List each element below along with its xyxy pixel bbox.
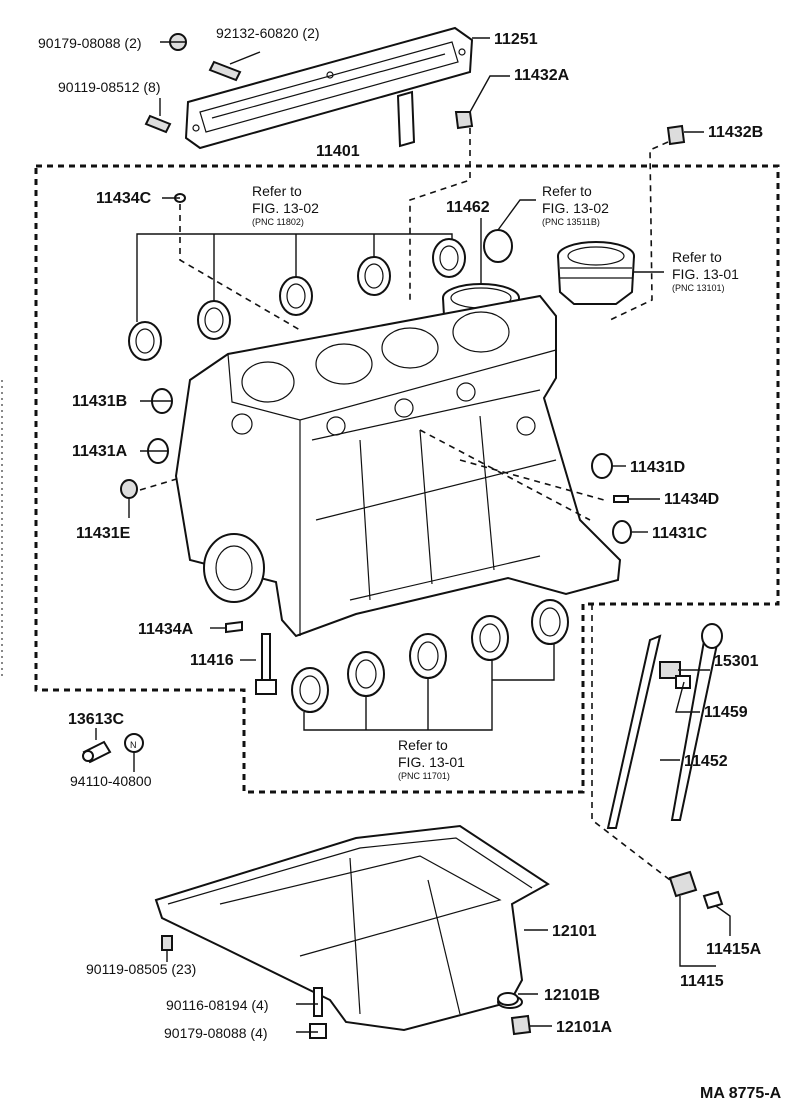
ref1-pnc: (PNC 11802) xyxy=(252,217,304,227)
figure-code: MA 8775-A xyxy=(700,1085,782,1102)
gasket-12101B xyxy=(497,992,519,1006)
part-labels: 90179-08088 (2) 92132-60820 (2) 11251 90… xyxy=(38,25,782,1102)
bolt-90119-08505 xyxy=(161,935,173,951)
drain-plug-12101A xyxy=(510,1014,532,1036)
ref4-fig: FIG. 13-01 xyxy=(398,754,465,770)
label-92132-60820: 92132-60820 (2) xyxy=(216,25,320,41)
label-11432B: 11432B xyxy=(708,124,763,141)
nut-90179-08088-bot xyxy=(309,1023,327,1039)
label-12101: 12101 xyxy=(552,923,597,940)
label-11415A: 11415A xyxy=(706,941,762,958)
label-90116-08194: 90116-08194 (4) xyxy=(166,997,268,1013)
label-90179-08088-bot: 90179-08088 (4) xyxy=(164,1025,268,1041)
label-11462: 11462 xyxy=(446,199,490,216)
stud-90116-08194 xyxy=(313,987,323,1017)
label-11452: 11452 xyxy=(684,753,728,770)
label-11434D: 11434D xyxy=(664,491,719,508)
ref1-fig: FIG. 13-02 xyxy=(252,200,319,216)
dipstick-assembly xyxy=(606,623,723,829)
ref4-pnc: (PNC 11701) xyxy=(398,771,450,781)
ref3-refer: Refer to xyxy=(672,249,722,265)
label-12101A: 12101A xyxy=(556,1019,612,1036)
seal-13511B xyxy=(483,229,513,263)
label-11459: 11459 xyxy=(704,704,748,721)
piston-13101 xyxy=(557,241,635,305)
ref3-pnc: (PNC 13101) xyxy=(672,283,725,293)
reference-note-3: Refer to FIG. 13-01 (PNC 13101) xyxy=(672,249,739,293)
ref4-refer: Refer to xyxy=(398,737,448,753)
stud-92132-60820 xyxy=(208,60,242,82)
reference-note-4: Refer to FIG. 13-01 (PNC 11701) xyxy=(398,737,465,781)
label-15301: 15301 xyxy=(714,653,759,670)
label-11431A: 11431A xyxy=(72,443,128,460)
ref2-pnc: (PNC 13511B) xyxy=(542,217,600,227)
label-94110-40800: 94110-40800 xyxy=(70,773,152,789)
plug-11432A xyxy=(454,111,474,130)
bolt-90119-08512 xyxy=(144,114,172,134)
label-13613C: 13613C xyxy=(68,711,124,728)
label-11431B: 11431B xyxy=(72,393,127,410)
label-11434C: 11434C xyxy=(96,190,152,207)
bolt-11416 xyxy=(255,633,277,695)
label-11401: 11401 xyxy=(316,143,360,160)
label-11416: 11416 xyxy=(190,652,234,669)
leader-lines xyxy=(95,37,731,1033)
ref2-fig: FIG. 13-02 xyxy=(542,200,609,216)
ref2-refer: Refer to xyxy=(542,183,592,199)
reference-note-1: Refer to FIG. 13-02 (PNC 11802) xyxy=(252,183,319,227)
label-90179-08088-top: 90179-08088 (2) xyxy=(38,35,142,51)
side-cover-11251 xyxy=(184,26,474,150)
label-11251: 11251 xyxy=(494,31,538,48)
label-11431C: 11431C xyxy=(652,525,708,542)
label-90119-08505: 90119-08505 (23) xyxy=(86,961,196,977)
reference-note-2: Refer to FIG. 13-02 (PNC 13511B) xyxy=(542,183,609,227)
cylinder-block xyxy=(174,294,622,638)
lower-bearings xyxy=(291,599,569,713)
label-11434A: 11434A xyxy=(138,621,194,638)
label-11431E: 11431E xyxy=(76,525,131,542)
plug-11432B xyxy=(666,124,686,146)
bolt-13613C: N xyxy=(82,733,144,764)
oil-switch-11415 xyxy=(668,870,724,910)
label-90119-08512: 90119-08512 (8) xyxy=(58,79,160,95)
n-mark: N xyxy=(130,740,137,750)
assembly-outline-11401 xyxy=(34,164,780,794)
label-12101B: 12101B xyxy=(544,987,600,1004)
label-11431D: 11431D xyxy=(630,459,685,476)
label-11415: 11415 xyxy=(680,973,724,990)
ref3-fig: FIG. 13-01 xyxy=(672,266,739,282)
label-11432A: 11432A xyxy=(514,67,570,84)
ref1-refer: Refer to xyxy=(252,183,302,199)
